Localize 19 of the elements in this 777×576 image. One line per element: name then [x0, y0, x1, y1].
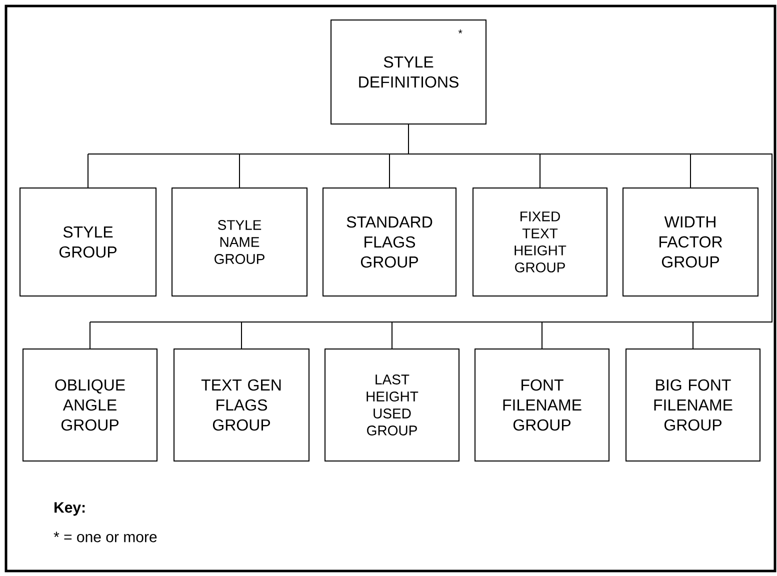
group-box: FIXED TEXT HEIGHT GROUP	[472, 188, 608, 296]
group-box: FONT FILENAME GROUP	[474, 348, 610, 462]
group-box: STANDARD FLAGS GROUP	[322, 188, 456, 296]
group-box: BIG FONT FILENAME GROUP	[626, 348, 760, 462]
group-box: STYLE DEFINITIONS *	[330, 20, 486, 124]
group-box: WIDTH FACTOR GROUP	[622, 188, 758, 296]
connector-line	[692, 322, 694, 349]
group-box: STYLE GROUP	[20, 188, 156, 296]
group-box: STYLE NAME GROUP	[172, 188, 308, 296]
group-box: OBLIQUE ANGLE GROUP	[22, 348, 158, 462]
key-heading: Key:	[54, 502, 85, 516]
connector-line	[239, 154, 240, 188]
group-box: TEXT GEN FLAGS GROUP	[174, 348, 310, 462]
group-box: LAST HEIGHT USED GROUP	[324, 348, 460, 462]
connector-line	[690, 154, 691, 188]
connector-line	[241, 322, 242, 349]
key-text: * = one or more	[54, 532, 157, 542]
connector-trunk	[88, 124, 772, 322]
connector-line	[389, 154, 390, 188]
